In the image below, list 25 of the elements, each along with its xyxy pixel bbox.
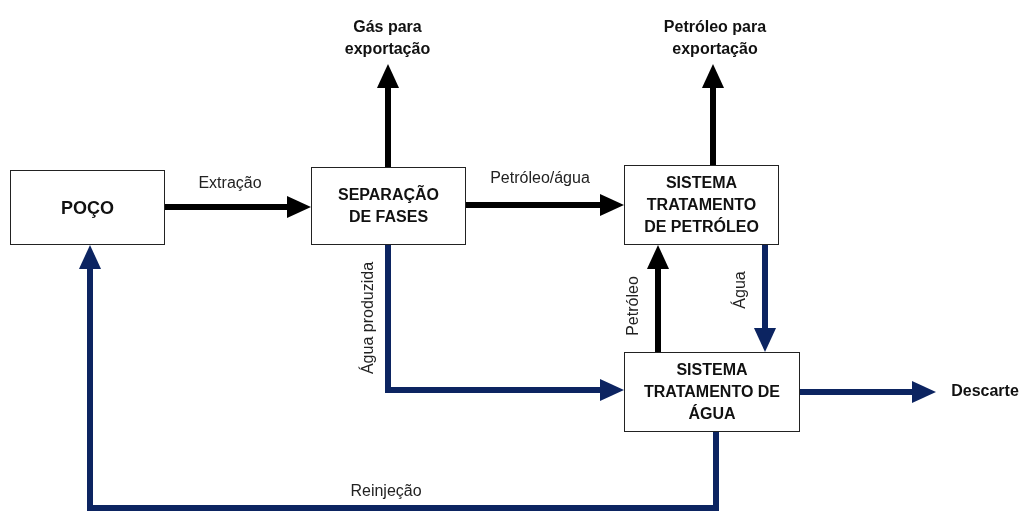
output-label: Descarte bbox=[951, 381, 1019, 401]
box-label: SEPARAÇÃO DE FASES bbox=[336, 184, 440, 227]
arrow bbox=[753, 245, 777, 352]
process-box bbox=[10, 170, 165, 245]
process-box bbox=[311, 167, 466, 245]
box-label: SISTEMA TRATAMENTO DE ÁGUA bbox=[643, 360, 781, 424]
edge-label: Água produzida bbox=[359, 259, 377, 377]
arrow bbox=[165, 195, 311, 219]
box-label: SISTEMA TRATAMENTO DE PETRÓLEO bbox=[643, 173, 760, 237]
output-label: Gás para exportação bbox=[343, 17, 432, 59]
edge-label: Petróleo/água bbox=[488, 169, 592, 187]
arrow bbox=[466, 193, 624, 217]
arrow bbox=[646, 245, 670, 352]
process-box bbox=[624, 165, 779, 245]
arrow bbox=[800, 380, 936, 404]
edge-label: Extração bbox=[196, 174, 264, 192]
process-box bbox=[624, 352, 800, 432]
edge-label: Reinjeção bbox=[348, 482, 424, 500]
box-label: POÇO bbox=[61, 196, 114, 219]
edge-label: Água bbox=[731, 269, 749, 311]
arrow bbox=[78, 245, 719, 511]
arrow bbox=[701, 64, 725, 165]
arrow bbox=[376, 64, 400, 167]
output-label: Petróleo para exportação bbox=[662, 17, 768, 59]
arrow bbox=[385, 245, 624, 402]
